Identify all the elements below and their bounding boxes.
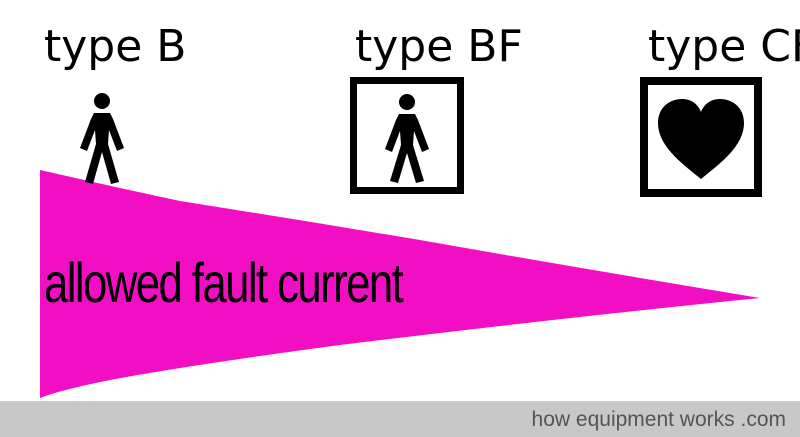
footer-bar: how equipment works .com — [0, 401, 800, 437]
type-cf-label: type CF — [648, 21, 800, 72]
person-in-square-icon — [350, 77, 464, 194]
footer-credit: how equipment works .com — [531, 408, 786, 431]
person-icon — [80, 93, 124, 184]
type-bf-label: type BF — [355, 21, 523, 72]
heart-in-square-icon — [640, 77, 762, 197]
type-b-label: type B — [44, 21, 187, 72]
allowed-fault-current-label: allowed fault current — [44, 251, 404, 314]
